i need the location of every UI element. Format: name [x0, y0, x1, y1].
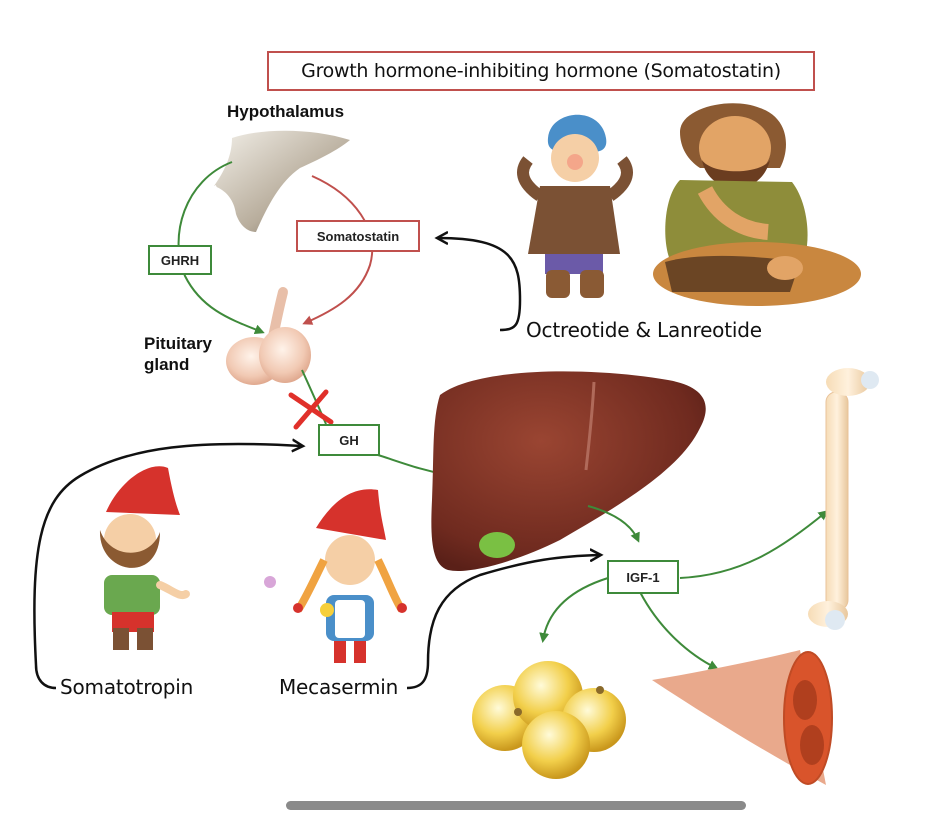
pituitary-illustration — [226, 287, 311, 385]
octreotide-arrow — [438, 238, 522, 332]
horizontal-scrollbar[interactable] — [286, 801, 746, 810]
muscle-illustration — [652, 650, 833, 785]
hypothalamus-illustration — [212, 130, 350, 232]
girl-gnome-illustration — [264, 489, 407, 663]
somatostatin-box: Somatostatin — [296, 220, 420, 252]
block-x-icon — [288, 389, 334, 430]
pituitary-label: Pituitary gland — [144, 333, 212, 375]
mecasermin-arrow — [406, 555, 600, 690]
igf1-to-bone-arrow — [679, 510, 829, 579]
liver-to-igf1-arrow — [587, 505, 640, 543]
igf1-to-muscle-arrow — [639, 591, 719, 670]
pituitary-label-line1: Pituitary — [144, 334, 213, 353]
igf1-to-fat-arrow — [539, 577, 609, 643]
bone-illustration — [808, 368, 879, 630]
giant-illustration — [653, 103, 861, 306]
igf1-box: IGF-1 — [607, 560, 679, 594]
octreotide-lanreotide-label: Octreotide & Lanreotide — [526, 318, 762, 342]
hypothalamus-label: Hypothalamus — [227, 102, 345, 121]
short-child-illustration — [517, 114, 633, 298]
ghrh-box: GHRH — [148, 245, 212, 275]
liver-illustration — [431, 371, 706, 571]
somatostatin-title: Growth hormone-inhibiting hormone (Somat… — [267, 51, 815, 91]
somatostatin-arrow — [302, 175, 374, 325]
gh-box: GH — [318, 424, 380, 456]
somatotropin-arrow — [33, 444, 302, 690]
mecasermin-label: Mecasermin — [279, 675, 399, 699]
ghrh-arrow — [177, 161, 265, 335]
fat-cells-illustration — [472, 661, 626, 779]
somatotropin-label: Somatotropin — [60, 675, 194, 699]
pituitary-label-line2: gland — [144, 355, 190, 374]
bearded-gnome-illustration — [99, 466, 190, 650]
